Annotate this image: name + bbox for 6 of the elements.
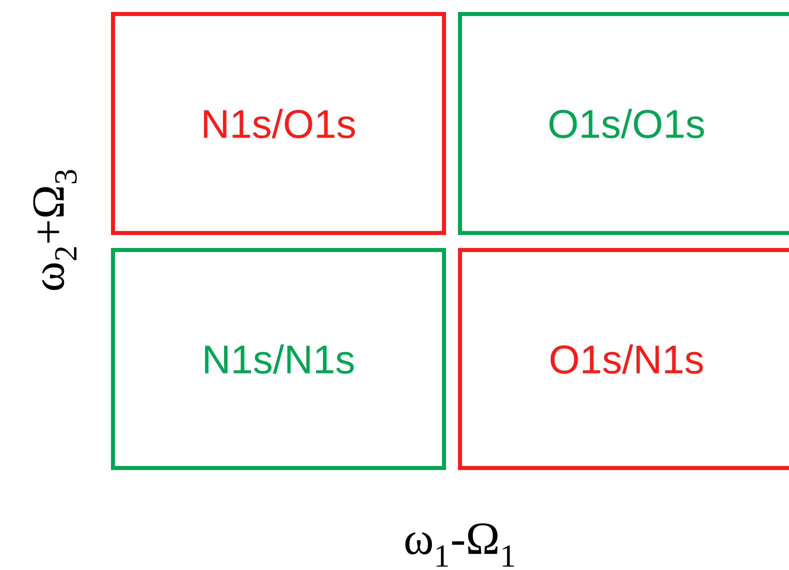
text-box: O1s/N1s	[458, 248, 789, 470]
axis-label: ω$_{2}$+Ω$_{3}$	[33, 170, 77, 290]
text-box: N1s/O1s	[111, 12, 446, 235]
text-box: O1s/O1s	[458, 12, 789, 235]
text-box: N1s/N1s	[111, 248, 446, 470]
axis-label: ω$_{1}$-Ω$_{1}$	[405, 523, 514, 567]
